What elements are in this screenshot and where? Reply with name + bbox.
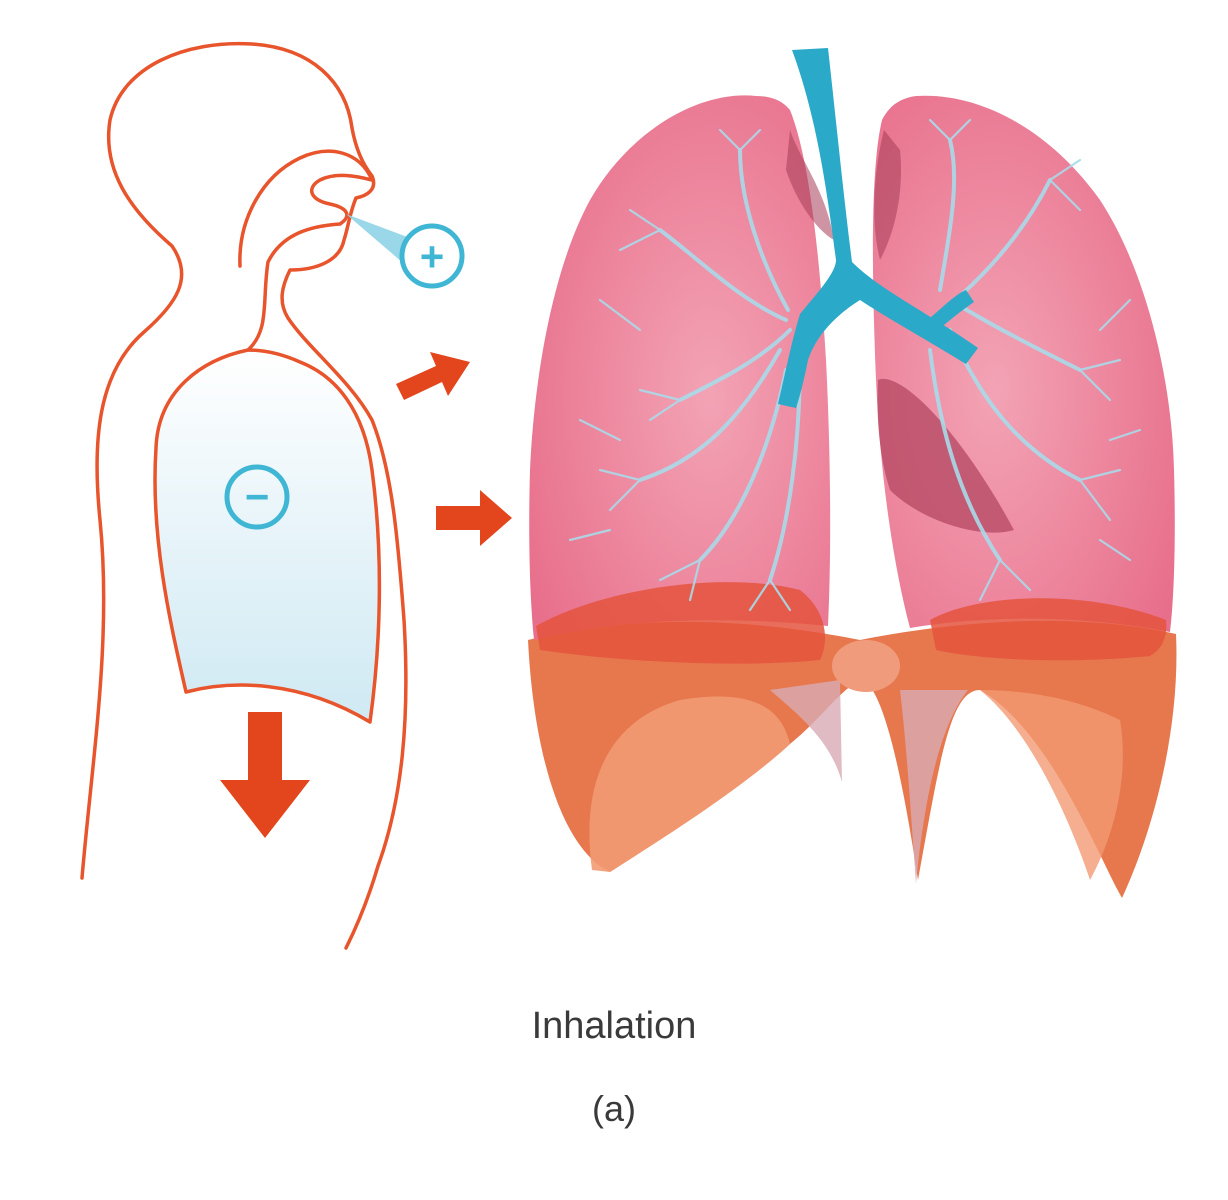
cardiac-notch <box>877 378 1014 533</box>
arrow-up-right-icon <box>396 352 470 400</box>
left-hilum-shadow <box>786 130 834 240</box>
right-lung <box>872 95 1175 632</box>
minus-symbol: − <box>245 473 270 520</box>
panel-label: (a) <box>592 1088 636 1129</box>
right-lung-base <box>930 598 1167 661</box>
oral-cavity-outline <box>238 149 374 352</box>
heart-base <box>832 640 900 692</box>
diaphragm <box>528 620 1177 898</box>
minus-circle-icon: − <box>224 464 290 530</box>
plus-symbol: + <box>420 233 445 280</box>
arrow-right-icon <box>436 490 512 546</box>
mediastinum-drape-left <box>770 680 842 782</box>
bronchus-right-branch <box>930 290 974 330</box>
trachea <box>778 48 978 408</box>
plus-circle-icon: + <box>399 223 465 289</box>
diaphragm-highlight <box>589 696 790 872</box>
left-lung-base <box>536 582 826 664</box>
mediastinum-drape-right <box>900 690 968 884</box>
arrow-down-icon <box>220 712 310 838</box>
airflow-in-wedge <box>346 214 410 262</box>
airflow-in-indicator <box>346 214 410 262</box>
left-lung <box>529 95 831 641</box>
right-hilum-shadow <box>874 130 902 260</box>
chest-cavity <box>153 348 382 724</box>
figure-title: Inhalation <box>531 1005 697 1047</box>
diaphragm-highlight-right <box>980 690 1123 880</box>
lungs-illustration <box>528 48 1177 898</box>
human-silhouette <box>80 41 408 950</box>
